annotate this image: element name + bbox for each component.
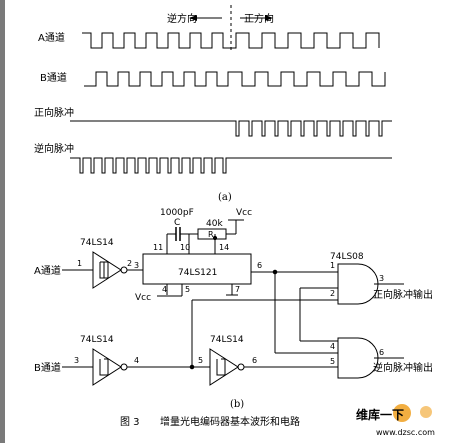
and-gate-1 <box>337 263 379 305</box>
pin-label: 7 <box>235 285 240 294</box>
inverter-b2 <box>209 348 239 386</box>
sub-label-a: (a) <box>218 192 232 203</box>
cap-value-label: 1000pF <box>160 208 194 218</box>
inverter-b2-hysteresis <box>216 358 226 376</box>
pin-label: 3 <box>134 261 139 270</box>
cap-name-label: C <box>174 218 180 228</box>
reverse-direction-label: 逆方向 <box>167 12 197 25</box>
reverse-pulse-label: 逆向脉冲 <box>34 142 74 155</box>
sub-label-b: (b) <box>230 399 244 410</box>
figure-title: 增量光电编码器基本波形和电路 <box>160 415 300 428</box>
vcc-top-label: Vcc <box>236 208 252 218</box>
waveform-panel <box>70 5 392 174</box>
watermark-brand: 维库一下 <box>356 407 404 422</box>
channel-b-waveform <box>84 71 386 87</box>
vcc-left-label: Vcc <box>135 293 151 303</box>
channel-a-label: A通道 <box>38 31 65 44</box>
inverter-b1-hysteresis <box>99 358 109 376</box>
inverter-a <box>92 251 122 289</box>
channel-b-label: B通道 <box>40 71 67 84</box>
pin-label: 2 <box>330 289 335 298</box>
pin-label: 14 <box>219 243 229 252</box>
pin-label: 6 <box>257 261 262 270</box>
forward-pulse-label: 正向脉冲 <box>34 106 74 119</box>
input-a-label: A通道 <box>34 264 61 277</box>
inverter-a-hysteresis2 <box>99 261 109 279</box>
junction-b1 <box>189 364 195 370</box>
pin-label: 5 <box>198 356 203 365</box>
watermark-logo: 维库一下 www.dzsc.com <box>356 404 435 437</box>
inverter-b1-label: 74LS14 <box>80 335 114 345</box>
pin-label: 1 <box>77 259 82 268</box>
res-value-label: 40k <box>206 219 223 229</box>
channel-a-waveform <box>82 32 380 49</box>
inverter-b1 <box>92 348 122 386</box>
pin-label: 4 <box>330 342 335 351</box>
pin-label: 4 <box>134 356 139 365</box>
pin-label: 6 <box>379 348 384 357</box>
side-bar <box>0 0 5 443</box>
inverter-b2-label: 74LS14 <box>210 335 244 345</box>
and-gate-label: 74LS08 <box>330 252 364 262</box>
reverse-pulse-waveform <box>70 157 392 174</box>
res-name-label: R <box>208 230 214 239</box>
pin-label: 11 <box>153 243 163 252</box>
inverter-a-hysteresis <box>100 261 108 279</box>
monostable-box <box>142 253 252 285</box>
pin-label: 3 <box>379 274 384 283</box>
figure-number: 图 3 <box>120 416 140 428</box>
reverse-output-label: 逆向脉冲输出 <box>373 361 433 374</box>
forward-output-label: 正向脉冲输出 <box>373 288 433 301</box>
junction-q <box>272 269 278 275</box>
forward-direction-label: 正方向 <box>244 12 274 25</box>
pin-label: 2 <box>127 259 132 268</box>
circuit-panel <box>62 219 404 386</box>
pin-label: 4 <box>162 285 167 294</box>
pin-label: 5 <box>185 285 190 294</box>
and-gate-2 <box>337 337 379 379</box>
pin-label: 5 <box>330 357 335 366</box>
pin-label: 6 <box>252 356 257 365</box>
input-b-label: B通道 <box>34 361 61 374</box>
pin-label: 1 <box>330 261 335 270</box>
pin-label: 10 <box>180 243 190 252</box>
watermark-site: www.dzsc.com <box>376 428 435 437</box>
inverter-a-label: 74LS14 <box>80 238 114 248</box>
monostable-label: 74LS121 <box>178 268 217 278</box>
forward-pulse-waveform <box>70 120 392 137</box>
pin-label: 3 <box>74 356 79 365</box>
